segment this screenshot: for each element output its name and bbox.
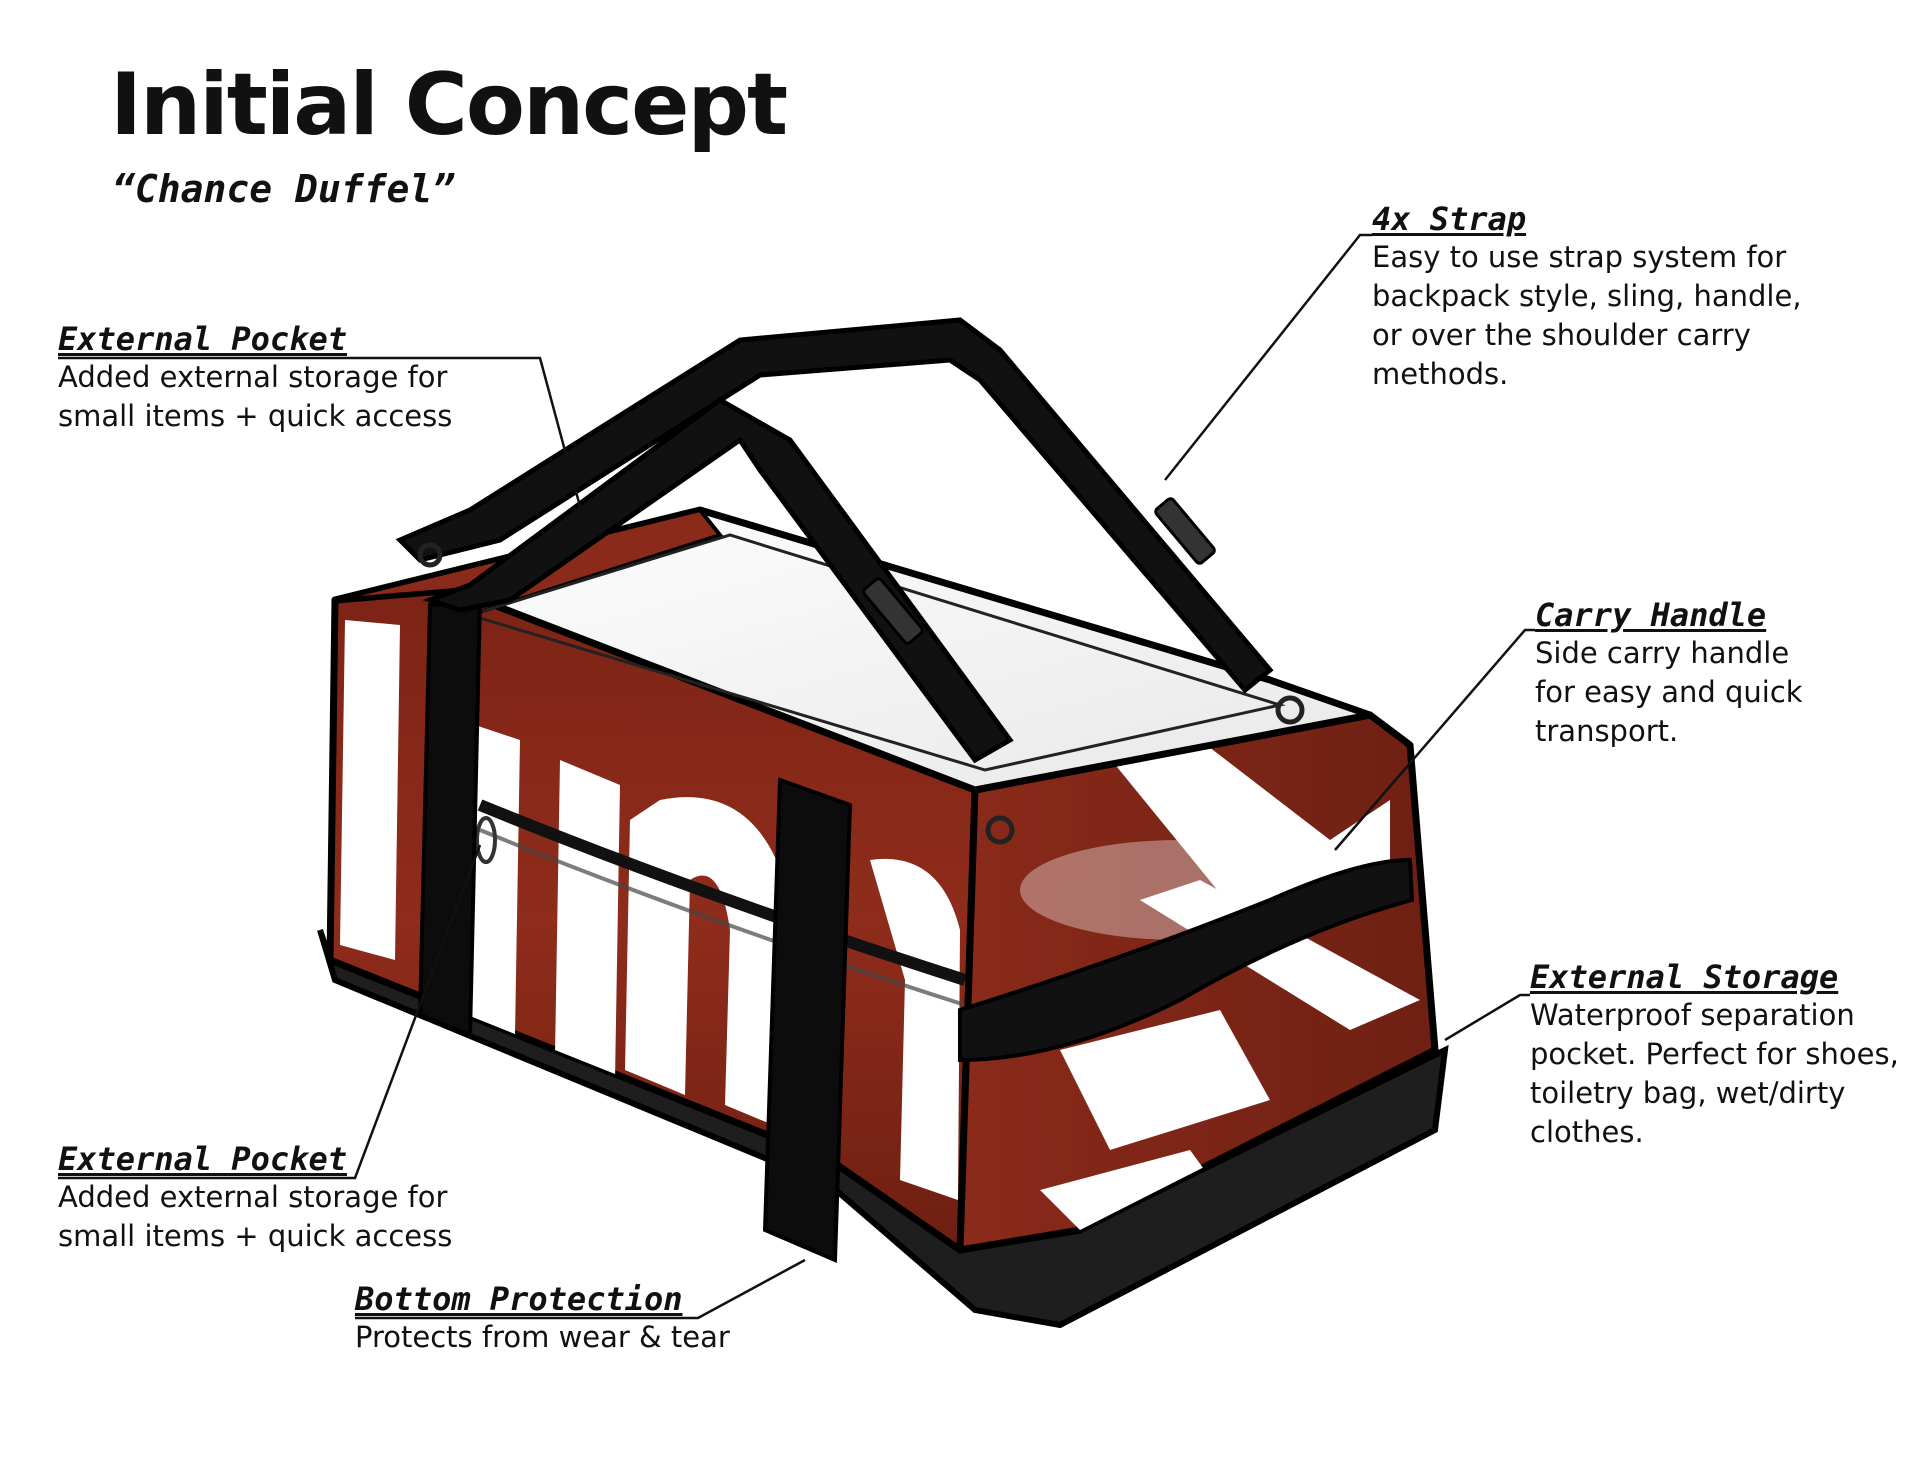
leader-external-storage [1444,993,1530,1042]
callout-heading: Bottom Protection [355,1280,683,1318]
callout-line: transport. [1535,714,1679,748]
d-ring [985,815,1015,845]
callout-line: small items + quick access [58,1219,453,1253]
leader-external-pocket-top [58,356,587,526]
strap-buckle [1154,497,1216,565]
callout-line: for easy and quick [1535,675,1803,709]
callout-line: toiletry bag, wet/dirty [1530,1076,1846,1110]
callout-external-pocket-top: External Pocket Added external storage f… [58,320,452,436]
callout-line: or over the shoulder carry [1372,318,1751,352]
callout-4x-strap: 4x Strap Easy to use strap system for ba… [1372,200,1802,394]
callout-external-storage: External Storage Waterproof separation p… [1530,958,1899,1152]
callout-bottom-protection: Bottom Protection Protects from wear & t… [355,1280,730,1357]
strap-buckle [862,577,924,645]
leader-external-pocket-bottom [58,844,482,1180]
side-carry-handle [958,857,1415,1063]
callout-line: Easy to use strap system for [1372,240,1787,274]
callout-line: clothes. [1530,1115,1644,1149]
zipper-pull [475,816,497,864]
callout-line: Waterproof separation [1530,998,1855,1032]
leader-bottom-protection [355,1258,806,1320]
callout-line: Added external storage for [58,360,448,394]
leader-4x-strap [1164,233,1372,481]
callout-external-pocket-bottom: External Pocket Added external storage f… [58,1140,452,1256]
strap-loop-front [422,397,1014,764]
side-zipper [477,799,967,986]
callout-line: Side carry handle [1535,636,1790,670]
callout-line: Added external storage for [58,1180,448,1214]
page-title: Initial Concept [110,55,788,155]
page-subtitle: “Chance Duffel” [112,167,456,211]
callout-line: small items + quick access [58,399,453,433]
callout-heading: 4x Strap [1372,200,1527,238]
leader-carry-handle [1334,628,1535,851]
callout-heading: External Storage [1530,958,1839,996]
callout-line: methods. [1372,357,1509,391]
webbing-band-left [417,597,483,1038]
strap-loop-back [395,317,1274,694]
callout-heading: External Pocket [58,320,347,358]
callout-carry-handle: Carry Handle Side carry handle for easy … [1535,596,1803,751]
d-ring [1275,695,1305,725]
callout-line: backpack style, sling, handle, [1372,279,1802,313]
webbing-band-right [762,777,853,1263]
callout-line: pocket. Perfect for shoes, [1530,1037,1899,1071]
callout-heading: External Pocket [58,1140,347,1178]
callout-line: Protects from wear & tear [355,1320,730,1354]
callout-heading: Carry Handle [1535,596,1767,634]
d-ring [417,542,443,568]
